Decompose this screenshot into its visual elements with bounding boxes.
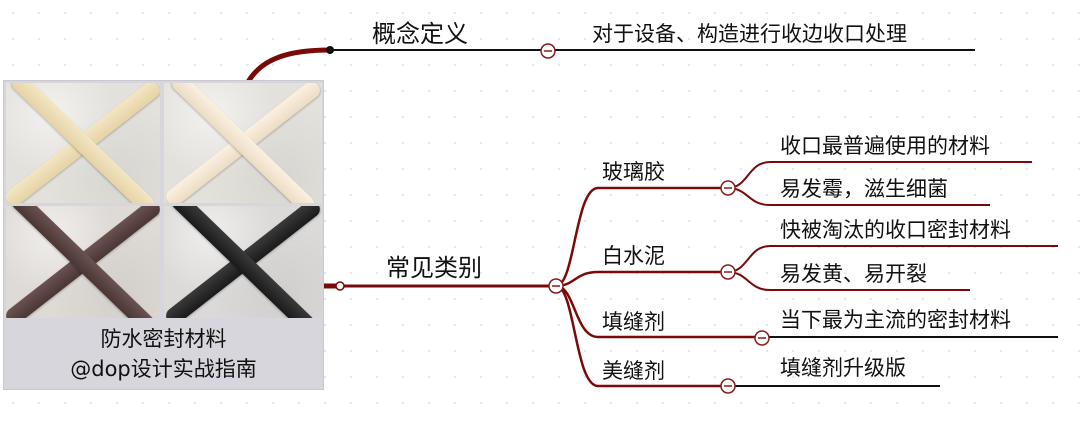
leaf-boliujiao-1[interactable]: 收口最普遍使用的材料 xyxy=(780,134,990,158)
photo-tile-brown-grout xyxy=(6,206,160,318)
photo-caption-title: 防水密封材料 xyxy=(100,327,227,351)
leaf-tianfengji-1[interactable]: 当下最为主流的密封材料 xyxy=(780,308,1011,332)
leaf-meifengji-1[interactable]: 填缝剂升级版 xyxy=(780,356,906,380)
photo-tile-beige-grout xyxy=(164,83,322,203)
node-boliujiao[interactable]: 玻璃胶 xyxy=(602,160,665,184)
categories-node-dot xyxy=(335,281,345,291)
branch-to-meifengji xyxy=(555,284,728,388)
collapse-toggle-categories[interactable] xyxy=(548,278,564,294)
branch-to-concept xyxy=(245,47,333,85)
sealant-photo-panel: 防水密封材料 @dop设计实战指南 xyxy=(3,80,324,390)
node-categories[interactable]: 常见类别 xyxy=(386,254,482,282)
concept-node-dot xyxy=(326,46,334,54)
collapse-toggle-concept[interactable] xyxy=(540,43,556,59)
collapse-toggle-baishuini[interactable] xyxy=(720,264,736,280)
photo-tile-black-grout xyxy=(164,206,322,318)
leaf-boliujiao-2[interactable]: 易发霉，滋生细菌 xyxy=(780,177,948,201)
branch-to-boliujiao xyxy=(555,186,728,288)
leaf-baishuini-2[interactable]: 易发黄、易开裂 xyxy=(780,262,927,286)
node-concept[interactable]: 概念定义 xyxy=(372,20,468,48)
node-meifengji[interactable]: 美缝剂 xyxy=(602,359,665,383)
node-tianfengji[interactable]: 填缝剂 xyxy=(602,310,665,334)
collapse-toggle-boliujiao[interactable] xyxy=(720,180,736,196)
photo-caption-credit: @dop设计实战指南 xyxy=(70,357,257,381)
collapse-toggle-meifengji[interactable] xyxy=(720,378,736,394)
node-baishuini[interactable]: 白水泥 xyxy=(602,244,665,268)
leaf-baishuini-1[interactable]: 快被淘汰的收口密封材料 xyxy=(780,218,1011,242)
branch-to-baishuini xyxy=(555,270,728,288)
photo-tile-cream-grout xyxy=(6,83,160,203)
collapse-toggle-tianfengji[interactable] xyxy=(754,330,770,346)
node-concept-detail[interactable]: 对于设备、构造进行收边收口处理 xyxy=(592,22,907,46)
